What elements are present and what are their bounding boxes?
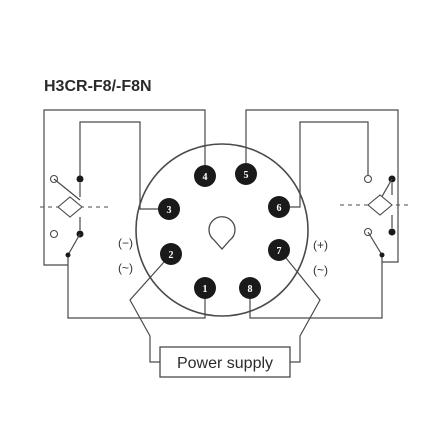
pin-7-polarity-bottom: (~) [313,263,328,277]
pin-6: 6 [268,196,290,218]
pin-8-terminal [239,277,261,299]
pin-5: 5 [235,163,257,185]
pin-7-terminal [268,239,290,261]
pin-7-polarity-top: (+) [313,238,328,252]
right-contact-common-lower [388,228,396,236]
left-coil-symbol [57,196,83,218]
pin-2-polarity-bottom: (~) [118,261,133,275]
pin-3: 3 [158,198,180,220]
wire-pin7-power [285,257,321,363]
wire-pin3-left [79,121,158,210]
left-switch-arm-upper [53,178,81,201]
wire-pin5-right [245,109,399,263]
right-coil-symbol [367,194,393,216]
pin-4-terminal [194,165,216,187]
pins: 1 2 3 4 5 6 7 8 [158,163,290,299]
pin-6-terminal [268,196,290,218]
right-contact-set [245,109,410,319]
pin-7: 7 [268,239,290,261]
pin-8: 8 [239,277,261,299]
pin-4: 4 [194,165,216,187]
power-supply-label: Power supply [177,355,273,372]
left-contact-set [40,109,206,319]
power-supply-wiring: Power supply [129,257,321,378]
pin-3-terminal [158,198,180,220]
pin-5-label: 5 [244,170,249,181]
wire-pin2-power [129,261,165,363]
pin-1: 1 [194,277,216,299]
left-junction-dot [65,252,71,258]
right-junction-dot [379,252,385,258]
pin-4-label: 4 [203,172,208,183]
pin-1-terminal [194,277,216,299]
wire-pin4-left [43,109,206,266]
pin-2-polarity-top: (−) [118,236,133,250]
socket-center-key [208,216,236,250]
left-contact-no-lower [49,229,59,239]
power-supply-box [159,346,291,378]
left-switch-arm-lower [67,233,81,256]
right-contact-no-upper [363,174,373,184]
wire-pin6-right [290,121,369,208]
pin-2: 2 [160,243,182,265]
pin-7-label: 7 [277,246,282,257]
pin-2-label: 2 [169,250,174,261]
right-switch-arm-lower [367,231,383,256]
left-contact-common-upper [76,175,84,183]
pin-6-label: 6 [277,203,282,214]
pin-3-label: 3 [167,205,172,216]
pin-1-label: 1 [203,284,208,295]
diagram-title: H3CR-F8/-F8N [44,78,152,95]
wire-pin1-left [67,255,206,319]
wire-pin8-right [249,255,383,319]
pin-2-terminal [160,243,182,265]
socket-base [135,143,309,317]
pin-8-label: 8 [248,284,253,295]
pin-5-terminal [235,163,257,185]
